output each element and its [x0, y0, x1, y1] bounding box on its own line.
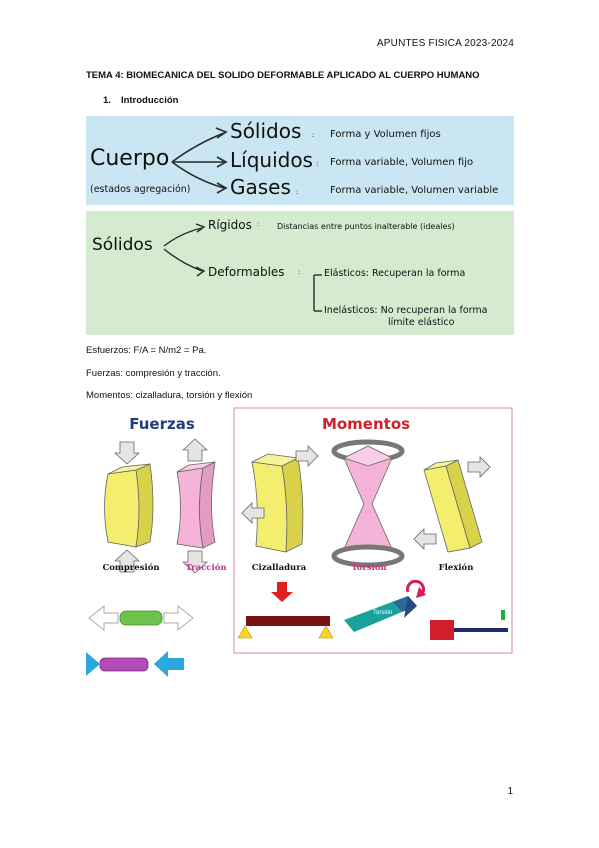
solids-classification-diagram: Sólidos Rígidos : Distancias entre punto…: [86, 211, 514, 335]
page-number: 1: [507, 786, 513, 797]
gases-desc: Forma variable, Volumen variable: [330, 185, 499, 196]
torsion-label: Torsión: [351, 562, 386, 573]
cizalladura-illustration: [241, 445, 319, 553]
traccion-label: Tracción: [185, 562, 226, 573]
states-diagram-arrows: [171, 127, 228, 194]
compression-cylinder: [86, 651, 184, 677]
torsion-bar: Torsión: [344, 579, 426, 632]
liquidos-desc: Forma variable, Volumen fijo: [330, 157, 474, 168]
momentos-title: Momentos: [322, 415, 410, 433]
solidos-root-label: Sólidos: [92, 235, 153, 255]
cizalladura-label: Cizalladura: [252, 563, 307, 573]
rigidos-sep: :: [257, 221, 260, 228]
flexion-cantilever: [430, 610, 508, 640]
solidos-label: Sólidos: [230, 119, 302, 143]
flexion-label: Flexión: [439, 562, 474, 573]
momentos-paragraph: Momentos: cizalladura, torsión y flexión: [86, 390, 253, 401]
limite-elastico-text: límite elástico: [388, 317, 455, 328]
solidos-sep: :: [312, 131, 315, 139]
rigidos-desc: Distancias entre puntos inalterable (ide…: [277, 222, 455, 231]
flexion-illustration: [413, 456, 491, 553]
fuerzas-paragraph: Fuerzas: compresión y tracción.: [86, 368, 221, 379]
liquidos-label: Líquidos: [230, 148, 313, 172]
gases-sep: :: [296, 188, 299, 196]
cuerpo-label: Cuerpo: [90, 146, 170, 171]
page-header: APUNTES FISICA 2023-2024: [376, 38, 514, 49]
deformables-label: Deformables: [208, 265, 285, 279]
section-heading: 1. Introducción: [103, 95, 178, 106]
section-title: Introducción: [120, 95, 179, 106]
compresion-illustration: [104, 441, 154, 573]
cuerpo-note: (estados agregación): [90, 184, 191, 195]
gases-label: Gases: [230, 175, 291, 199]
torsion-bar-tag: Torsión: [373, 610, 392, 616]
section-number: 1.: [103, 95, 111, 106]
inelasticos-text: Inelásticos: No recuperan la forma: [324, 305, 488, 316]
states-of-matter-diagram: Cuerpo (estados agregación) Sólidos : Fo…: [86, 116, 514, 205]
forces-moments-figure: Fuerzas Momentos Compresió: [86, 407, 513, 677]
liquidos-sep: :: [316, 160, 319, 168]
compresion-label: Compresión: [102, 562, 159, 573]
fuerzas-title: Fuerzas: [129, 415, 195, 433]
traccion-illustration: [176, 438, 216, 574]
torsion-illustration: [331, 439, 405, 568]
deformables-sep: :: [298, 269, 301, 276]
esfuerzos-paragraph: Esfuerzos: F/A = N/m2 = Pa.: [86, 345, 207, 356]
shear-beam: [237, 582, 334, 639]
elasticos-text: Elásticos: Recuperan la forma: [324, 268, 466, 279]
solids-diagram-arrows: [163, 223, 322, 312]
traction-cylinder: [88, 604, 194, 632]
solidos-desc: Forma y Volumen fijos: [330, 129, 441, 140]
rigidos-label: Rígidos: [208, 218, 252, 232]
document-title: TEMA 4: BIOMECANICA DEL SOLIDO DEFORMABL…: [86, 70, 480, 81]
